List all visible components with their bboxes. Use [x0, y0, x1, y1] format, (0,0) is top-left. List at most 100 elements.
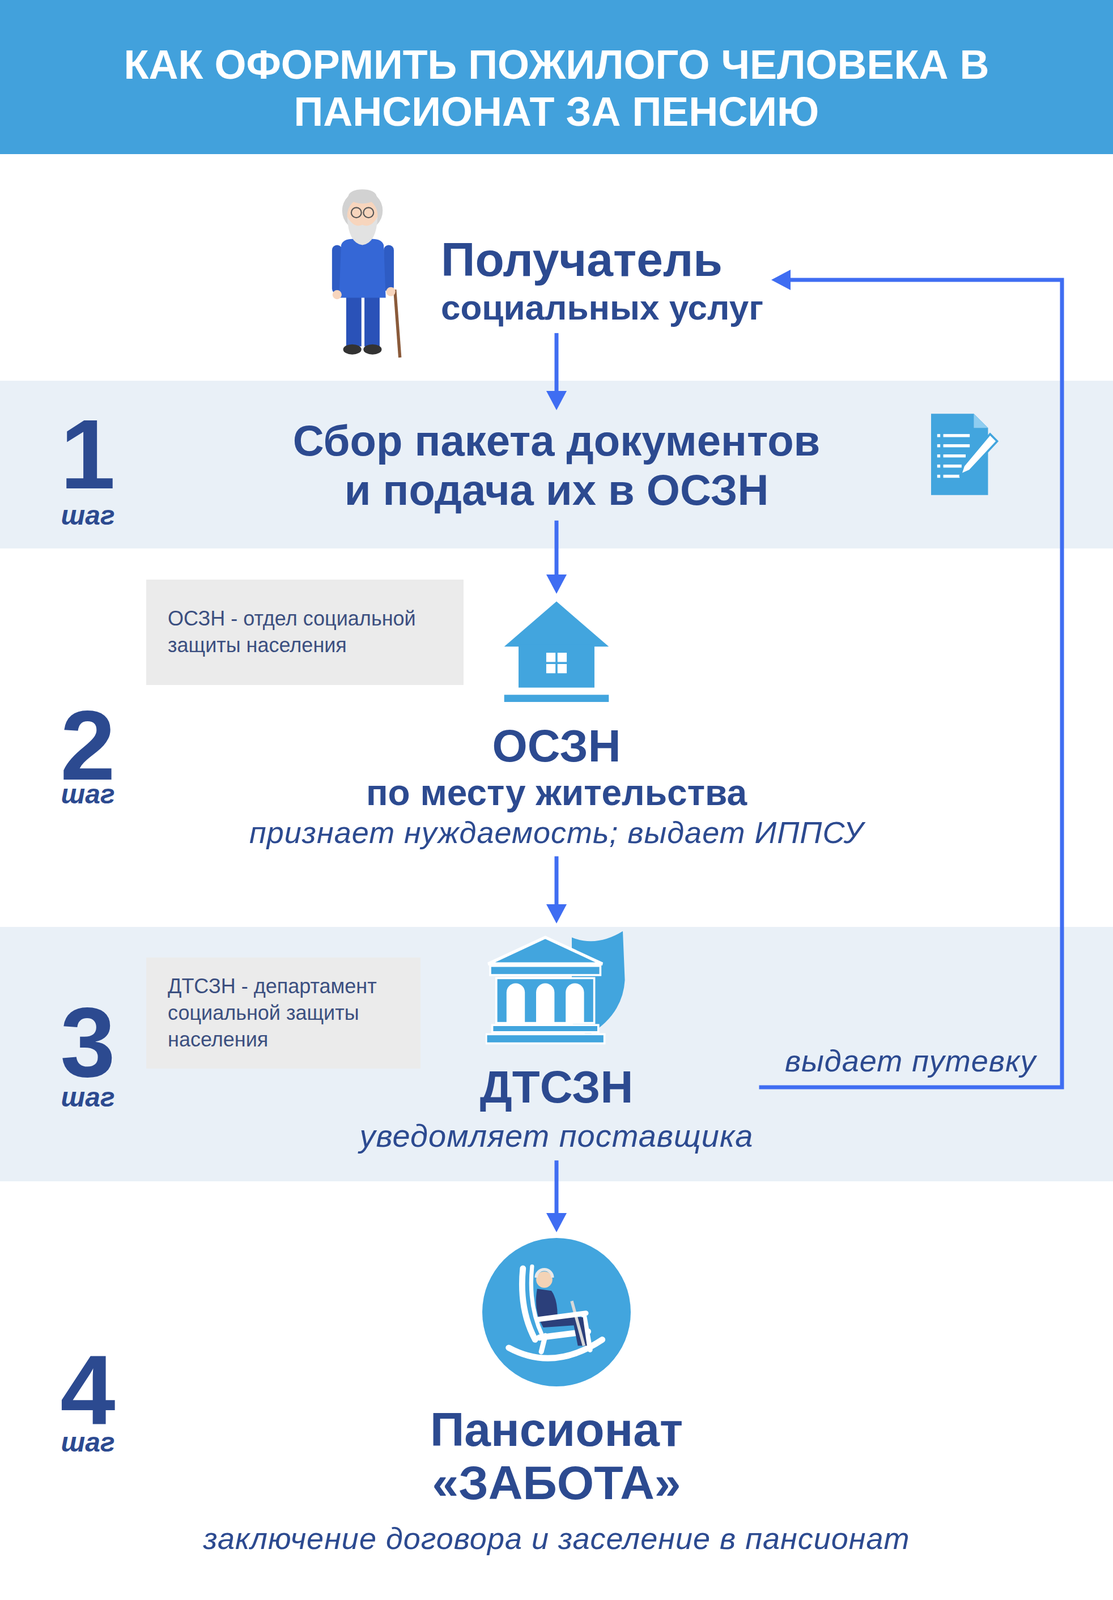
paper-line: [937, 444, 941, 448]
man-shoe: [343, 344, 362, 355]
department-node: ДТСЗНуведомляет поставщика: [359, 929, 754, 1155]
edge-label: выдает путевку: [784, 1042, 1037, 1080]
icon-polygon: [487, 937, 603, 964]
node-text: социальных услуг: [440, 287, 764, 328]
node-text: заключение договора и заселение в пансио…: [131, 1520, 982, 1558]
paper-line: [943, 474, 960, 478]
paper-line: [943, 434, 971, 437]
connector-line: [554, 520, 559, 579]
icon-path: [536, 983, 555, 1023]
arrow-connector: [546, 333, 567, 411]
arrowhead: [546, 574, 567, 594]
arrowhead: [546, 904, 567, 924]
connector-line: [554, 856, 559, 908]
arrow-connector: [546, 520, 567, 594]
connector-line: [554, 1160, 559, 1217]
step-word: шаг: [2, 502, 173, 530]
arrow-connector: [758, 269, 1062, 1088]
paper-line: [943, 444, 971, 448]
note-box: ДТСЗН - департамент социальной защиты на…: [146, 957, 421, 1069]
rocking-chair-icon: [482, 1238, 631, 1387]
icon-path: [541, 1335, 546, 1353]
step-number: 1: [2, 404, 173, 504]
man-glasses: [351, 207, 362, 218]
icon-rect: [557, 664, 567, 674]
department-icon: [485, 929, 628, 1052]
icon-path: [538, 1313, 586, 1320]
step-number: 3: [2, 992, 173, 1093]
man-glasses: [363, 207, 374, 218]
icon-rect: [490, 966, 601, 976]
man-hair: [347, 189, 377, 204]
step-word: шаг: [2, 1084, 173, 1112]
man-cane: [394, 289, 401, 358]
node-heading: ОСЗН - отдел социальной защиты населения: [167, 605, 443, 660]
paper-line: [943, 454, 966, 458]
icon-rect: [557, 652, 567, 662]
node-heading: Пансионат «ЗАБОТА»: [380, 1403, 733, 1510]
icon-rect: [496, 978, 595, 1023]
node-heading: ДТСЗН - департамент социальной защиты на…: [167, 973, 399, 1053]
icon-rect: [546, 652, 556, 662]
arrow-connector: [546, 1160, 567, 1233]
man-leg: [364, 291, 380, 347]
icon-rect: [504, 694, 610, 703]
step-word: шаг: [2, 780, 173, 809]
node-heading: ДТСЗН: [359, 1062, 754, 1113]
pencil: [960, 434, 998, 475]
pension-home-node: Пансионат «ЗАБОТА» заключение договора и …: [131, 1238, 982, 1558]
icon-holder: [359, 929, 754, 1052]
node-text: по месту жительства: [249, 772, 864, 815]
arrowhead: [546, 1213, 567, 1233]
icon-path: [506, 983, 525, 1023]
icon-polygon: [504, 601, 610, 648]
paper-line: [937, 474, 941, 478]
house-icon: [502, 599, 611, 708]
icon-path: [508, 1339, 603, 1359]
step-number: 4: [2, 1340, 173, 1440]
arrowhead: [771, 269, 791, 291]
icon-holder: [249, 599, 864, 708]
icon-rect: [518, 644, 595, 688]
office-node: ОСЗНпо месту жительствапризнает нуждаемо…: [249, 599, 864, 851]
man-hand: [386, 287, 396, 297]
paper-line: [937, 434, 941, 437]
man-shoe: [363, 344, 382, 355]
icon-path: [565, 983, 584, 1023]
arrowhead: [546, 391, 567, 411]
paper-line: [943, 464, 962, 468]
step-number: 2: [2, 695, 173, 796]
icon-circle: [482, 1238, 631, 1387]
node-heading: Сбор пакета документов и подача их в ОСЗ…: [230, 415, 883, 516]
icon-rect: [492, 1025, 599, 1033]
icon-path: [536, 1269, 553, 1278]
step-text-node: Сбор пакета документов и подача их в ОСЗ…: [230, 415, 883, 516]
icon-rect: [546, 664, 556, 674]
elderly-man-illustration: [321, 183, 409, 360]
connector-line: [758, 279, 1062, 1088]
title-text: КАК ОФОРМИТЬ ПОЖИЛОГО ЧЕЛОВЕКА В ПАНСИОН…: [122, 41, 991, 136]
node-heading: Получатель: [440, 232, 764, 288]
icon-holder: [131, 1238, 982, 1387]
connector-line: [554, 333, 559, 395]
document-icon: [931, 413, 1001, 496]
man-hand: [332, 290, 342, 300]
icon-rect: [486, 1034, 605, 1044]
recipient-node: Получательсоциальных услуг: [440, 232, 764, 328]
man-beard: [347, 216, 378, 245]
man-body: [338, 239, 386, 299]
node-heading: ОСЗН: [249, 721, 864, 772]
arrow-connector: [546, 856, 567, 924]
paper-line: [937, 454, 941, 458]
node-text: уведомляет поставщика: [359, 1116, 754, 1155]
paper-fold: [973, 413, 988, 428]
node-text: признает нуждаемость; выдает ИППСУ: [249, 814, 864, 852]
paper-line: [937, 464, 941, 468]
man-leg: [346, 291, 362, 347]
note-box: ОСЗН - отдел социальной защиты населения: [146, 579, 464, 686]
step-word: шаг: [2, 1429, 173, 1457]
icon-path: [571, 1301, 585, 1346]
icon-path: [536, 1289, 588, 1346]
